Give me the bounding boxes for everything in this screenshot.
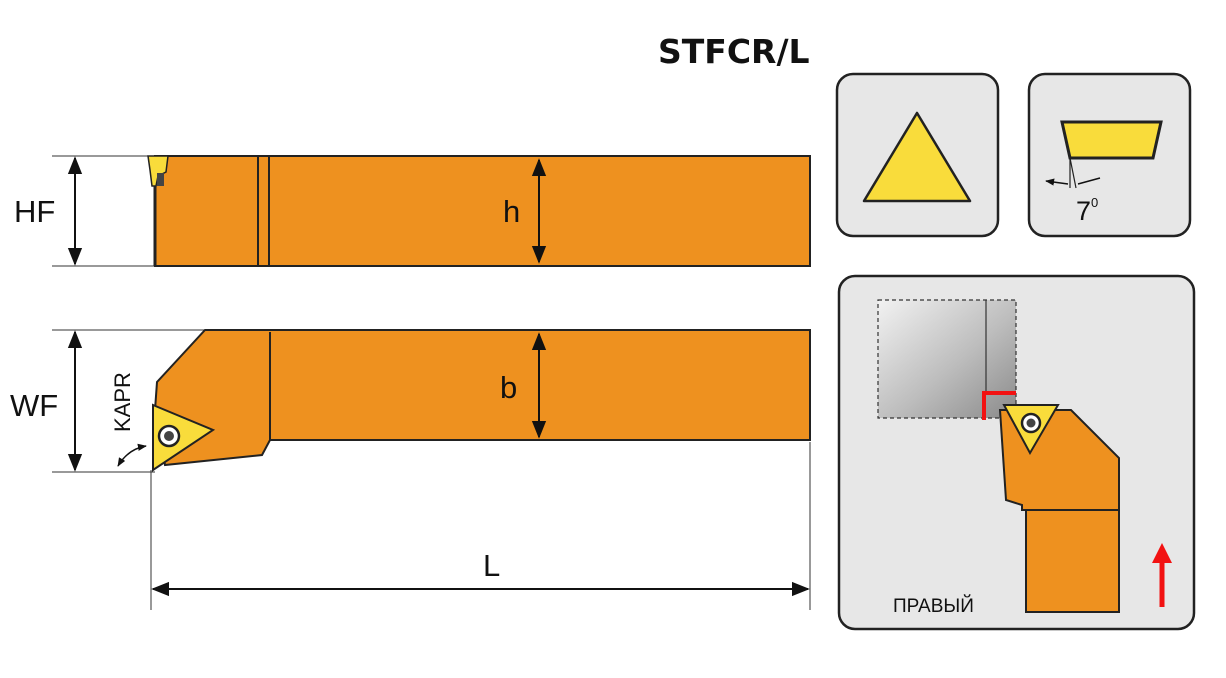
hf-label: HF	[14, 194, 55, 229]
triangle-insert-icon	[862, 111, 972, 203]
insert-top-view	[152, 403, 216, 472]
wf-label: WF	[10, 388, 58, 423]
holder-shank-top	[153, 329, 811, 467]
clearance-angle-panel: 70	[1027, 72, 1192, 238]
insert-cross-section-icon	[1060, 120, 1163, 160]
title: STFCR/L	[658, 32, 810, 71]
cutting-direction-corner	[982, 391, 1016, 420]
h-label: h	[503, 194, 520, 229]
kapr-label: KAPR	[110, 372, 135, 432]
direction-label: ПРАВЫЙ	[893, 595, 974, 617]
workpiece	[877, 299, 1017, 419]
kapr-angle-arrow	[117, 443, 147, 467]
b-label: b	[500, 370, 517, 405]
clearance-angle-value: 70	[1076, 195, 1098, 226]
l-label: L	[483, 548, 500, 583]
side-view: HF h	[14, 155, 811, 267]
top-view: WF KAPR b L	[10, 329, 811, 610]
clearance-angle-arrows	[1046, 178, 1101, 184]
application-panel: ПРАВЫЙ	[837, 274, 1196, 631]
insert-shape-panel	[835, 72, 1000, 238]
holder-shank-side	[154, 155, 811, 267]
